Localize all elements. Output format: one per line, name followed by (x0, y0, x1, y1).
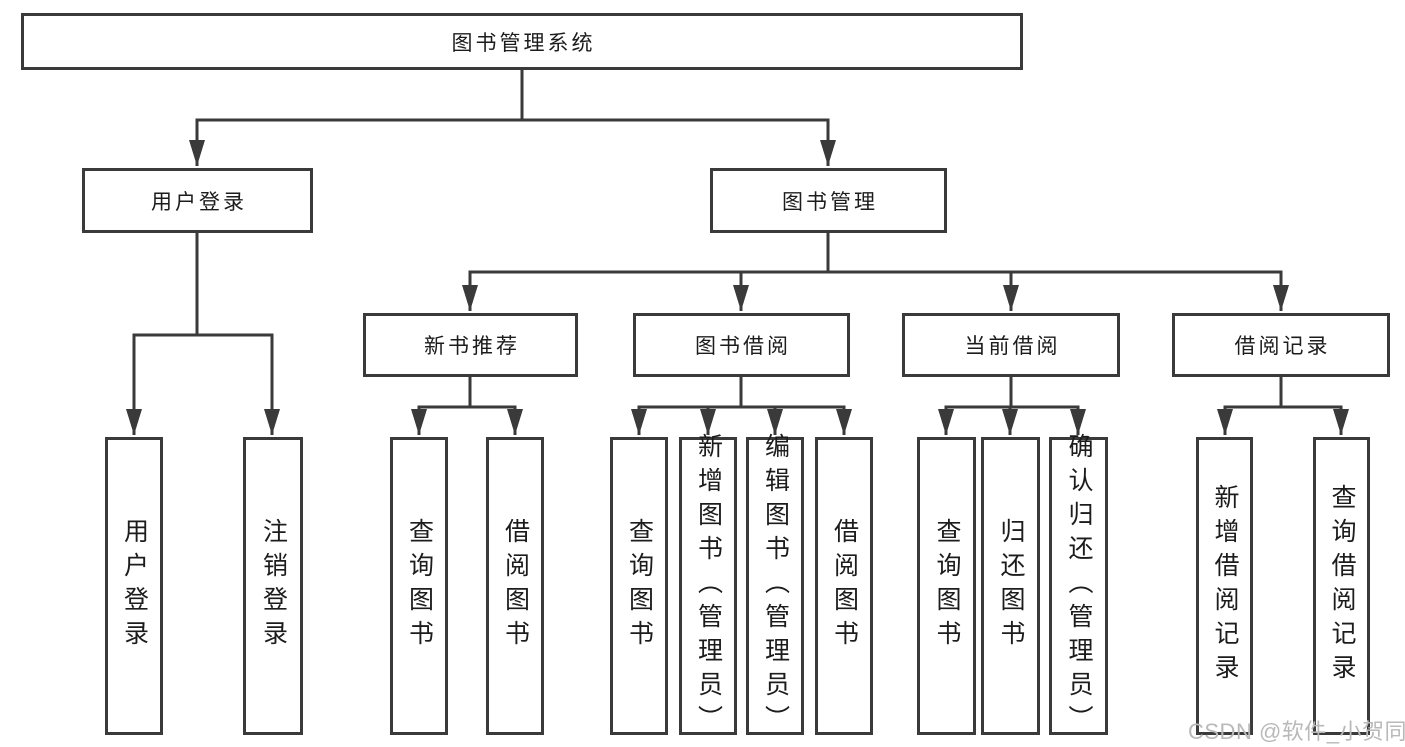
node-library-system: 图书管理系统 (21, 13, 1023, 70)
leaf-bb-borrow-books: 借阅图书 (815, 437, 873, 735)
connector-frames (132, 70, 1343, 409)
leaf-user-login-label: 用户登录 (120, 518, 149, 654)
node-book-borrow: 图书借阅 (633, 313, 850, 377)
leaf-br-add-record-label: 新增借阅记录 (1211, 484, 1239, 688)
node-user-login-label: 用户登录 (151, 190, 247, 214)
leaf-bb-edit-books-admin: 编辑图书（管理员） (746, 433, 804, 739)
leaf-cb-query-books-label: 查询图书 (933, 518, 961, 654)
leaf-logout-label: 注销登录 (259, 518, 288, 654)
node-library-system-label: 图书管理系统 (451, 31, 596, 55)
leaf-br-query-record: 查询借阅记录 (1313, 437, 1370, 735)
node-borrow-records: 借阅记录 (1172, 313, 1390, 377)
leaf-logout: 注销登录 (243, 437, 303, 735)
node-current-borrow-label: 当前借阅 (964, 335, 1061, 358)
node-book-management-label: 图书管理 (782, 190, 878, 214)
leaf-cb-confirm-return-admin: 确认归还（管理员） (1049, 433, 1108, 739)
node-new-book-recommend-label: 新书推荐 (424, 335, 520, 358)
leaf-bb-borrow-books-label: 借阅图书 (830, 518, 859, 654)
node-book-management: 图书管理 (710, 168, 947, 233)
leaf-br-add-record: 新增借阅记录 (1196, 437, 1253, 735)
leaf-cb-return-books: 归还图书 (981, 437, 1040, 735)
leaf-cb-query-books: 查询图书 (917, 437, 976, 735)
leaf-bb-query-books: 查询图书 (610, 437, 668, 735)
leaf-br-query-record-label: 查询借阅记录 (1328, 484, 1356, 688)
leaf-bb-add-books-admin-label: 新增图书（管理员） (694, 433, 723, 739)
leaf-bb-edit-books-admin-label: 编辑图书（管理员） (761, 433, 790, 739)
leaf-user-login: 用户登录 (105, 437, 163, 735)
node-new-book-recommend: 新书推荐 (363, 313, 578, 377)
node-book-borrow-label: 图书借阅 (695, 335, 791, 358)
leaf-bb-query-books-label: 查询图书 (625, 518, 654, 654)
leaf-cb-return-books-label: 归还图书 (997, 518, 1025, 654)
node-current-borrow: 当前借阅 (902, 313, 1120, 377)
leaf-cb-confirm-return-admin-label: 确认归还（管理员） (1065, 433, 1093, 739)
node-user-login: 用户登录 (82, 168, 313, 233)
leaf-nb-borrow-books: 借阅图书 (486, 437, 544, 735)
leaf-nb-query-books: 查询图书 (390, 437, 448, 735)
leaf-nb-query-books-label: 查询图书 (405, 518, 434, 654)
leaf-nb-borrow-books-label: 借阅图书 (501, 518, 530, 654)
leaf-bb-add-books-admin: 新增图书（管理员） (679, 433, 737, 739)
node-borrow-records-label: 借阅记录 (1234, 335, 1331, 358)
watermark: CSDN @软件_小贺同学 (1188, 719, 1405, 744)
